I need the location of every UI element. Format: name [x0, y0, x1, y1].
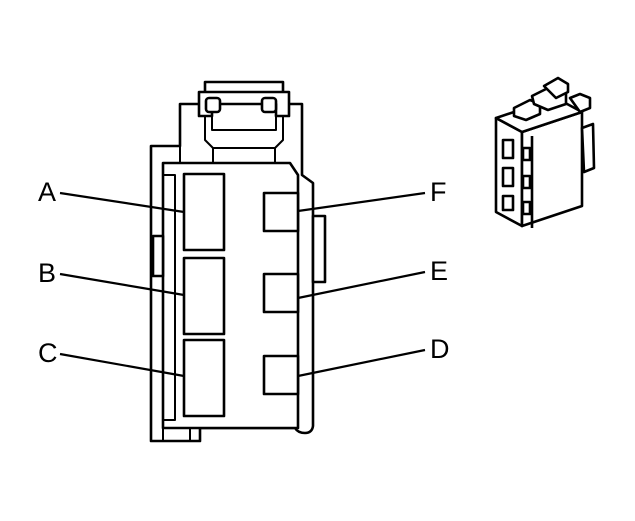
cavity-f [262, 191, 300, 233]
leader-line-c [59, 352, 185, 378]
cavity-d [262, 354, 300, 396]
leader-line-d [297, 348, 426, 378]
leader-line-a [59, 191, 185, 214]
cavity-b [182, 256, 226, 336]
label-a: A [38, 177, 56, 207]
cavity-c [182, 338, 226, 418]
label-e: E [430, 256, 448, 286]
cavity-e [262, 272, 300, 314]
label-b: B [38, 258, 56, 288]
label-c: C [38, 338, 58, 368]
connector-isometric-view [494, 76, 596, 228]
label-d: D [430, 334, 450, 364]
leader-line-f [297, 191, 426, 213]
leader-line-e [297, 270, 426, 300]
cavity-a [182, 172, 226, 252]
leader-line-b [59, 272, 185, 297]
label-f: F [430, 177, 447, 207]
